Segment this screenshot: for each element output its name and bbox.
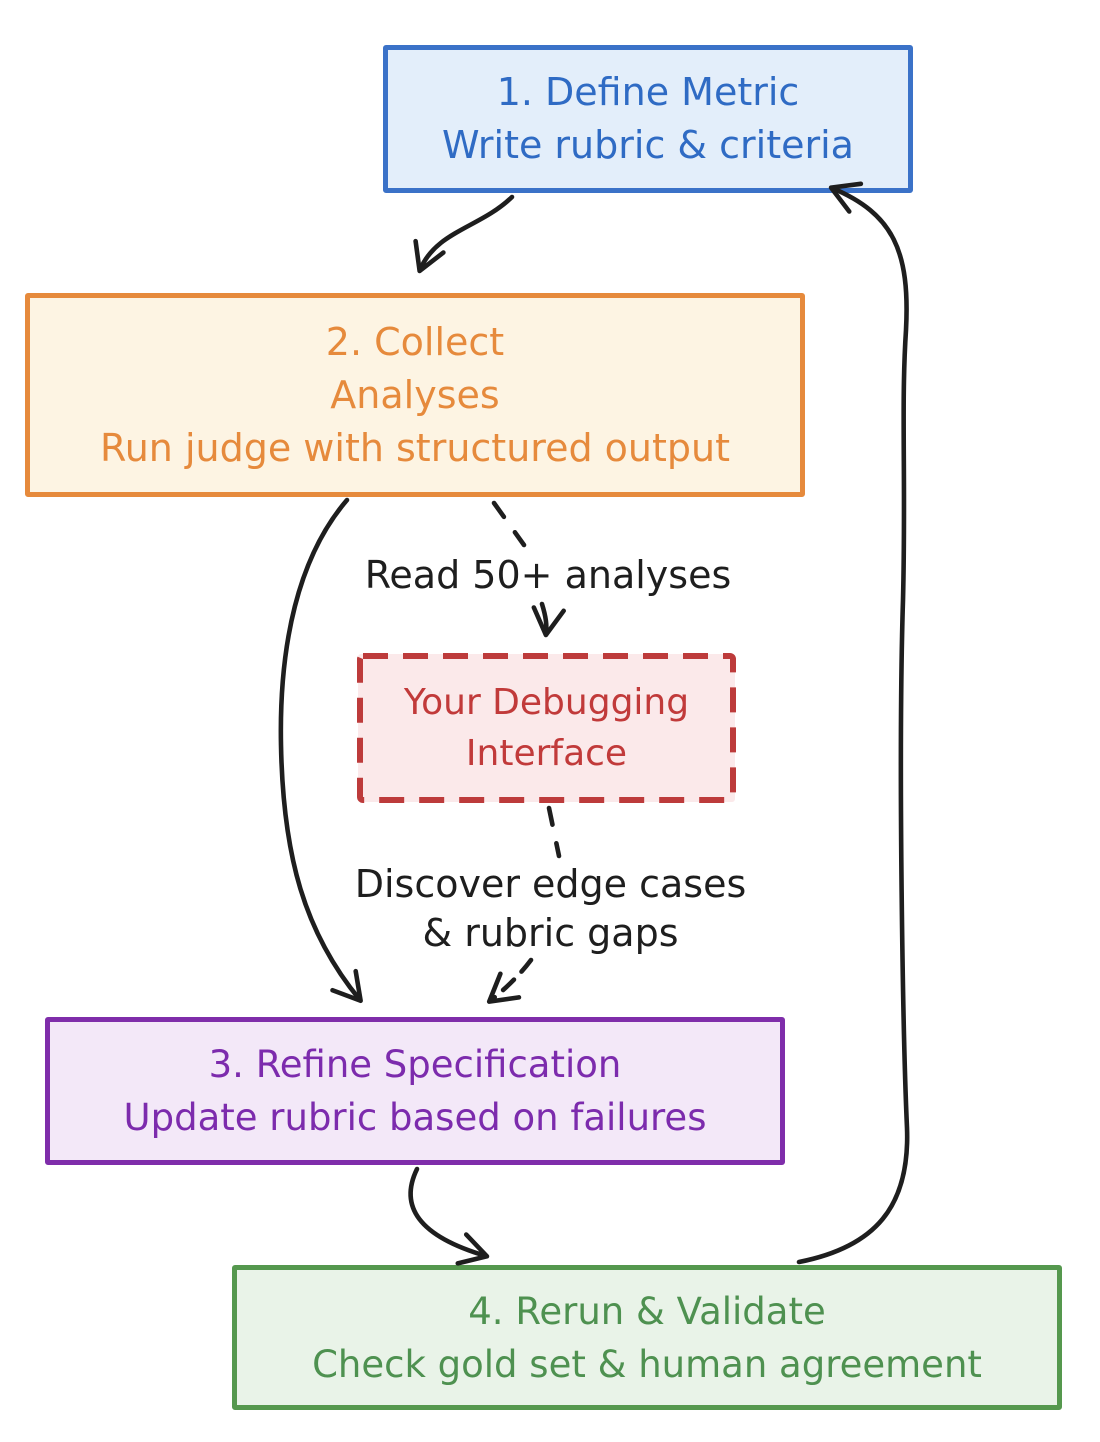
node-define-metric-title: 1. Define Metric <box>496 70 800 114</box>
node-debugging-interface-title-line2: Interface <box>465 733 628 774</box>
node-collect-analyses-subtitle: Run judge with structured output <box>100 425 730 470</box>
arrow-refine-to-rerun <box>408 1166 490 1266</box>
edge-label-discover-edge-cases: Discover edge cases & rubric gaps <box>328 860 773 958</box>
arrow-discover-to-refine <box>486 957 534 1004</box>
arrow-read-label-to-debug <box>531 601 566 638</box>
node-define-metric-subtitle: Write rubric & criteria <box>442 123 854 167</box>
arrow-collect-to-debug-dashed-segment <box>491 500 527 548</box>
edge-label-read-analyses: Read 50+ analyses <box>364 553 732 597</box>
arrow-debug-to-discover-dashed-segment <box>546 805 562 859</box>
node-collect-analyses-title-line2: Analyses <box>330 372 500 417</box>
node-debugging-interface: Your Debugging Interface <box>358 654 735 802</box>
node-refine-specification: 3. Refine Specification Update rubric ba… <box>45 1017 785 1165</box>
arrow-rerun-to-define-loop <box>796 181 910 1265</box>
node-rerun-validate-subtitle: Check gold set & human agreement <box>312 1342 982 1386</box>
edge-label-discover-line1: Discover edge cases <box>354 862 747 906</box>
node-debugging-interface-title: Your Debugging <box>403 682 690 723</box>
node-collect-analyses: 2. Collect Analyses Run judge with struc… <box>25 293 805 497</box>
node-define-metric: 1. Define Metric Write rubric & criteria <box>383 45 913 193</box>
node-rerun-validate: 4. Rerun & Validate Check gold set & hum… <box>232 1265 1062 1410</box>
edge-label-discover-line2: & rubric gaps <box>422 911 679 955</box>
node-collect-analyses-title: 2. Collect <box>325 319 505 364</box>
node-refine-specification-title: 3. Refine Specification <box>208 1043 622 1086</box>
node-refine-specification-subtitle: Update rubric based on failures <box>123 1096 707 1139</box>
arrow-define-to-collect <box>413 194 515 274</box>
node-rerun-validate-title: 4. Rerun & Validate <box>468 1289 826 1333</box>
